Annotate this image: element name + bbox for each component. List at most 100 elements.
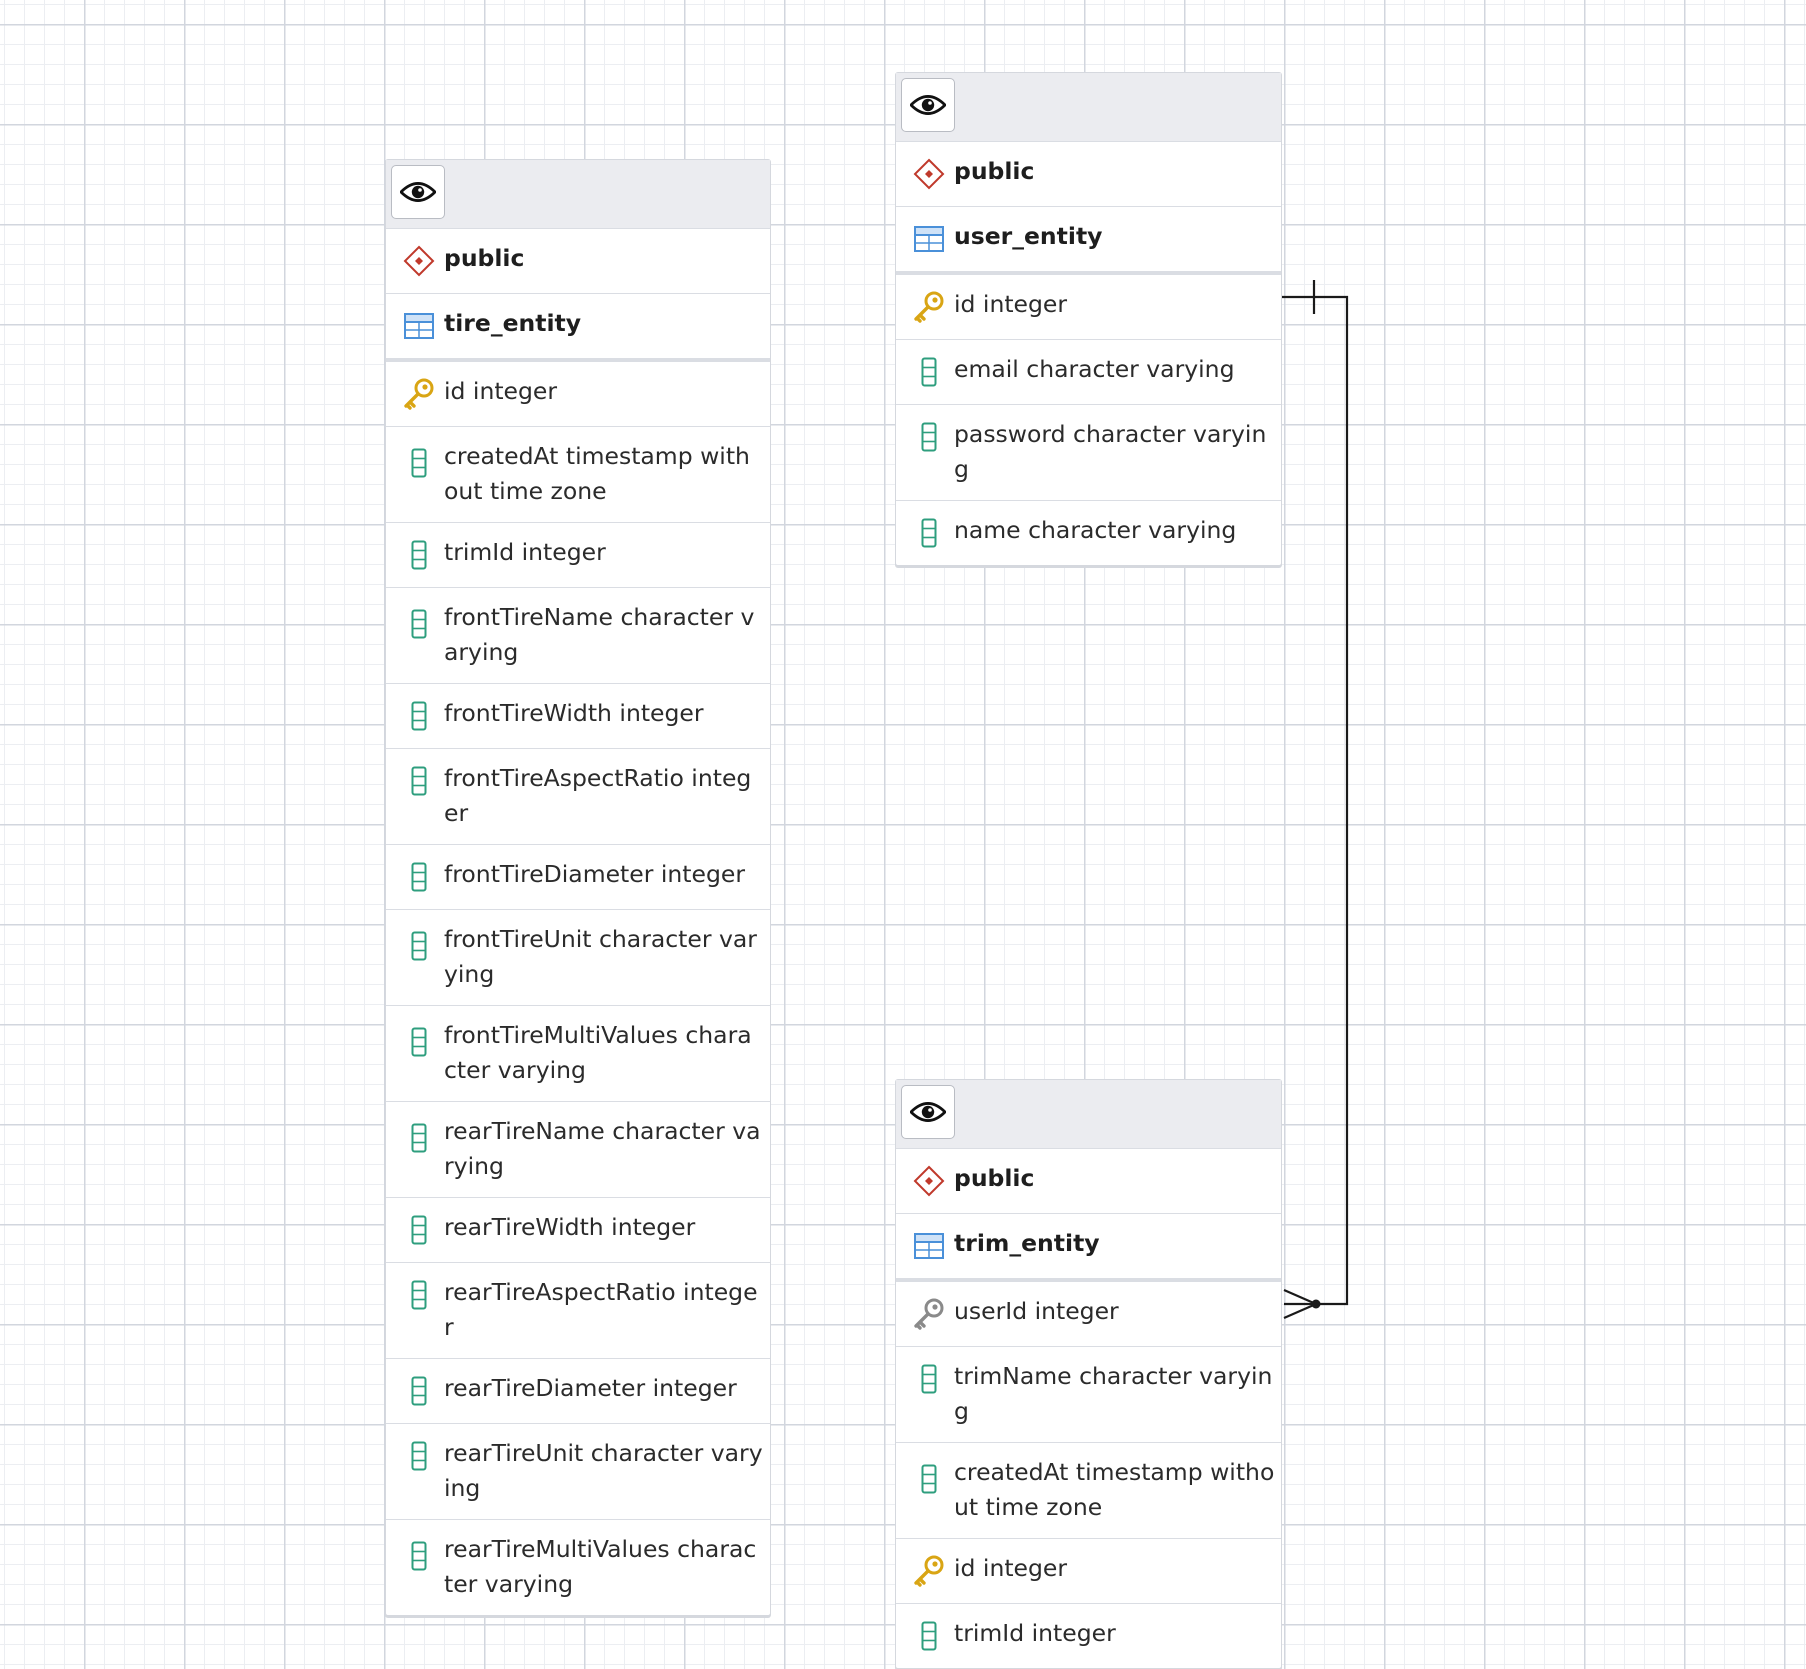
- column-icon: [411, 1027, 427, 1057]
- column-row[interactable]: frontTireMultiValues character varying: [386, 1006, 770, 1102]
- column-name: password character varying: [954, 420, 1267, 483]
- table-card-tire-entity[interactable]: public tire_entity id integer createdAt …: [385, 159, 771, 1616]
- column-row[interactable]: rearTireDiameter integer: [386, 1359, 770, 1424]
- table-name-row[interactable]: user_entity: [896, 207, 1281, 275]
- column-row[interactable]: trimName character varying: [896, 1347, 1281, 1443]
- primary-key-icon: [404, 378, 434, 410]
- column-name: trimId integer: [954, 1619, 1116, 1647]
- column-name: id integer: [954, 1554, 1068, 1582]
- column-row[interactable]: id integer: [386, 362, 770, 427]
- column-icon: [921, 1464, 937, 1494]
- column-icon: [921, 1621, 937, 1651]
- table-name: trim_entity: [954, 1229, 1100, 1257]
- table-name-row[interactable]: tire_entity: [386, 294, 770, 362]
- column-row[interactable]: rearTireMultiValues character varying: [386, 1520, 770, 1615]
- column-name: frontTireName character varying: [444, 603, 755, 666]
- table-name-row[interactable]: trim_entity: [896, 1214, 1281, 1282]
- column-row[interactable]: createdAt timestamp without time zone: [386, 427, 770, 523]
- table-grid-icon: [914, 1233, 944, 1259]
- column-name: email character varying: [954, 355, 1235, 383]
- column-row[interactable]: rearTireAspectRatio integer: [386, 1263, 770, 1359]
- column-name: id integer: [954, 290, 1068, 318]
- column-row[interactable]: frontTireAspectRatio integer: [386, 749, 770, 845]
- column-row[interactable]: trimId integer: [896, 1604, 1281, 1668]
- table-card-trim-entity[interactable]: public trim_entity userId integer trimNa…: [895, 1079, 1282, 1669]
- column-name: rearTireAspectRatio integer: [444, 1278, 758, 1341]
- column-name: id integer: [444, 377, 558, 405]
- eye-icon: [910, 1102, 946, 1122]
- column-row[interactable]: createdAt timestamp without time zone: [896, 1443, 1281, 1539]
- column-icon: [411, 766, 427, 796]
- schema-row[interactable]: public: [386, 229, 770, 294]
- foreign-key-icon: [914, 1298, 944, 1330]
- column-icon: [411, 1376, 427, 1406]
- eye-icon: [400, 182, 436, 202]
- primary-key-icon: [914, 1555, 944, 1587]
- column-row[interactable]: id integer: [896, 1539, 1281, 1604]
- column-name: createdAt timestamp without time zone: [954, 1458, 1275, 1521]
- table-grid-icon: [914, 226, 944, 252]
- column-name: frontTireDiameter integer: [444, 860, 745, 888]
- column-row[interactable]: rearTireName character varying: [386, 1102, 770, 1198]
- schema-name: public: [954, 1164, 1035, 1192]
- column-name: trimName character varying: [954, 1362, 1273, 1425]
- column-name: rearTireMultiValues character varying: [444, 1535, 757, 1598]
- column-icon: [411, 609, 427, 639]
- column-icon: [411, 1280, 427, 1310]
- column-icon: [411, 1123, 427, 1153]
- column-name: frontTireMultiValues character varying: [444, 1021, 752, 1084]
- table-name: user_entity: [954, 222, 1103, 250]
- column-name: trimId integer: [444, 538, 606, 566]
- visibility-toggle-button[interactable]: [901, 1085, 955, 1139]
- schema-name: public: [954, 157, 1035, 185]
- column-name: createdAt timestamp without time zone: [444, 442, 750, 505]
- table-card-user-entity[interactable]: public user_entity id integer email char…: [895, 72, 1282, 566]
- schema-name: public: [444, 244, 525, 272]
- column-row[interactable]: password character varying: [896, 405, 1281, 501]
- column-icon: [411, 862, 427, 892]
- column-icon: [921, 422, 937, 452]
- column-row[interactable]: frontTireWidth integer: [386, 684, 770, 749]
- many-cardinality-crowfoot: [1283, 1288, 1321, 1320]
- column-row[interactable]: userId integer: [896, 1282, 1281, 1347]
- column-row[interactable]: frontTireUnit character varying: [386, 910, 770, 1006]
- primary-key-icon: [914, 291, 944, 323]
- visibility-toggle-button[interactable]: [901, 78, 955, 132]
- column-name: rearTireName character varying: [444, 1117, 761, 1180]
- schema-diamond-icon: [913, 1165, 945, 1197]
- column-row[interactable]: id integer: [896, 275, 1281, 340]
- column-name: rearTireUnit character varying: [444, 1439, 763, 1502]
- column-icon: [921, 1364, 937, 1394]
- column-name: name character varying: [954, 516, 1237, 544]
- table-grid-icon: [404, 313, 434, 339]
- column-name: frontTireUnit character varying: [444, 925, 757, 988]
- table-name: tire_entity: [444, 309, 582, 337]
- column-icon: [411, 1441, 427, 1471]
- column-icon: [411, 1215, 427, 1245]
- schema-row[interactable]: public: [896, 142, 1281, 207]
- table-header: [896, 73, 1281, 142]
- schema-diamond-icon: [913, 158, 945, 190]
- table-header: [896, 1080, 1281, 1149]
- column-icon: [411, 448, 427, 478]
- column-name: rearTireDiameter integer: [444, 1374, 737, 1402]
- column-row[interactable]: email character varying: [896, 340, 1281, 405]
- column-icon: [411, 931, 427, 961]
- column-icon: [921, 518, 937, 548]
- column-row[interactable]: name character varying: [896, 501, 1281, 565]
- column-icon: [921, 357, 937, 387]
- column-name: frontTireWidth integer: [444, 699, 704, 727]
- relationship-line: [1282, 295, 1349, 1306]
- column-row[interactable]: rearTireUnit character varying: [386, 1424, 770, 1520]
- column-icon: [411, 1541, 427, 1571]
- column-row[interactable]: frontTireName character varying: [386, 588, 770, 684]
- column-row[interactable]: rearTireWidth integer: [386, 1198, 770, 1263]
- column-row[interactable]: trimId integer: [386, 523, 770, 588]
- column-name: userId integer: [954, 1297, 1119, 1325]
- column-name: rearTireWidth integer: [444, 1213, 696, 1241]
- column-row[interactable]: frontTireDiameter integer: [386, 845, 770, 910]
- visibility-toggle-button[interactable]: [391, 165, 445, 219]
- eye-icon: [910, 95, 946, 115]
- schema-row[interactable]: public: [896, 1149, 1281, 1214]
